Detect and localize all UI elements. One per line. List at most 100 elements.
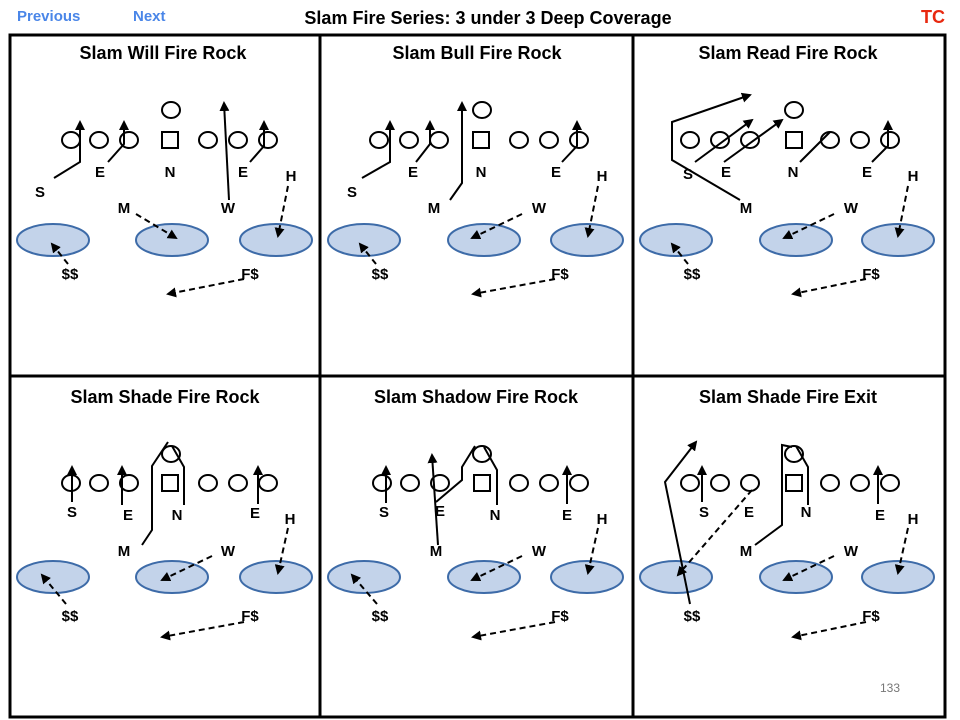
- panel-title: Slam Bull Fire Rock: [392, 43, 562, 63]
- deep-zone-middle: [759, 223, 833, 257]
- offense-formation: [680, 101, 900, 149]
- next-link[interactable]: Next: [133, 8, 166, 25]
- label-n: N: [801, 504, 812, 521]
- offense-node: [228, 131, 248, 149]
- deep-zone-middle: [135, 560, 209, 594]
- offense-node: [820, 131, 840, 149]
- label-ss: $$: [372, 608, 389, 625]
- label-w: W: [221, 200, 236, 217]
- label-m: M: [740, 543, 753, 560]
- route-n: [795, 445, 809, 505]
- drop-fs: [791, 621, 867, 641]
- zones: [639, 560, 935, 594]
- route-w: [219, 101, 230, 201]
- label-e2: E: [551, 164, 561, 181]
- route-e1: [415, 120, 435, 163]
- label-fs: F$: [862, 266, 880, 283]
- deep-zone-middle: [759, 560, 833, 594]
- deep-zone-left: [327, 223, 401, 257]
- label-s: S: [347, 184, 357, 201]
- deep-zone-middle: [135, 223, 209, 257]
- label-h: H: [908, 511, 919, 528]
- panel-slam-shade-fire-exit: Slam Shade Fire Exit: [639, 387, 935, 641]
- deep-zone-right: [861, 560, 935, 594]
- center-node: [473, 474, 491, 492]
- label-w: W: [844, 543, 859, 560]
- drop-fs: [471, 278, 556, 298]
- page-number: 133: [880, 681, 901, 695]
- offense-node: [61, 131, 81, 149]
- offense-node: [429, 131, 449, 149]
- label-h: H: [597, 511, 608, 528]
- route-s: [694, 118, 754, 163]
- label-m: M: [118, 200, 131, 217]
- offense-node: [399, 131, 419, 149]
- tc-link[interactable]: TC: [921, 7, 945, 27]
- offense-node: [880, 474, 900, 492]
- label-fs: F$: [241, 608, 259, 625]
- panel-title: Slam Shade Fire Exit: [699, 387, 877, 407]
- offense-node: [198, 474, 218, 492]
- previous-link[interactable]: Previous: [17, 8, 81, 25]
- label-e1: E: [744, 504, 754, 521]
- drop-m: [135, 213, 178, 240]
- label-w: W: [532, 543, 547, 560]
- deep-zone-right: [550, 560, 624, 594]
- label-e1: E: [408, 164, 418, 181]
- route-n: [483, 446, 498, 505]
- offense-node: [119, 474, 139, 492]
- offense-node: [400, 474, 420, 492]
- label-m: M: [740, 200, 753, 217]
- drop-h: [894, 527, 909, 575]
- label-e2: E: [562, 507, 572, 524]
- routes: [40, 441, 289, 641]
- drop-fs: [471, 621, 556, 641]
- label-e1: E: [95, 164, 105, 181]
- route-e1: [435, 445, 476, 503]
- deep-zone-right: [239, 223, 313, 257]
- offense-formation: [369, 101, 589, 149]
- offense-node: [509, 474, 529, 492]
- label-h: H: [597, 168, 608, 185]
- drop-ss: [40, 573, 67, 605]
- defender-labels: E N E S H M W $$ F$: [347, 164, 607, 283]
- label-n: N: [172, 507, 183, 524]
- deep-zone-left: [327, 560, 401, 594]
- drop-ss: [358, 242, 377, 265]
- panel-slam-read-fire-rock: Slam Read Fire Rock: [639, 43, 935, 298]
- zones: [16, 223, 313, 257]
- drop-h: [274, 527, 289, 575]
- label-n: N: [788, 164, 799, 181]
- label-e2: E: [238, 164, 248, 181]
- panel-slam-shade-fire-rock: Slam Shade Fire Rock: [16, 387, 313, 641]
- offense-formation: [372, 445, 589, 492]
- routes: [663, 440, 909, 641]
- panel-title: Slam Shadow Fire Rock: [374, 387, 579, 407]
- route-m: [754, 443, 793, 546]
- offense-node: [740, 131, 760, 149]
- defender-labels: E N E S H M W $$ F$: [35, 164, 296, 283]
- center-node: [785, 474, 803, 492]
- panel-grid: [8, 33, 947, 719]
- panel-slam-bull-fire-rock: Slam Bull Fire Rock E: [327, 43, 624, 298]
- label-fs: F$: [551, 608, 569, 625]
- route-e1: [723, 118, 784, 163]
- deep-zone-right: [550, 223, 624, 257]
- zones: [16, 560, 313, 594]
- route-s: [361, 120, 395, 179]
- defender-labels: S E N E H M W $$ F$: [684, 504, 919, 625]
- offense-node: [569, 474, 589, 492]
- route-m: [427, 453, 439, 546]
- panel-slam-will-fire-rock: Slam Will Fire Rock E: [16, 43, 313, 298]
- drop-ss: [670, 242, 689, 265]
- drop-ss: [350, 573, 378, 605]
- route-m: [141, 441, 169, 546]
- offense-node: [228, 474, 248, 492]
- qb-node: [161, 101, 181, 119]
- label-e2: E: [250, 505, 260, 522]
- offense-node: [850, 474, 870, 492]
- offense-node: [430, 474, 450, 492]
- label-h: H: [285, 511, 296, 528]
- offense-node: [369, 131, 389, 149]
